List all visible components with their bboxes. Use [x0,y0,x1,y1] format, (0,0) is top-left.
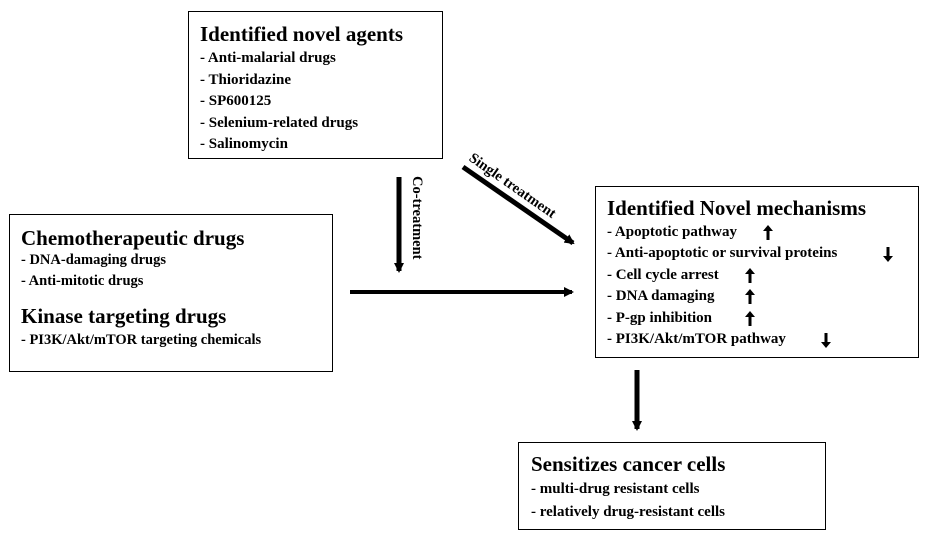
up-arrow-icon [745,267,755,287]
up-arrow-icon [745,289,755,308]
mechanism-label: - P-gp inhibition [607,309,713,326]
novel-agents-title: Identified novel agents [200,22,404,46]
mechanism-item: - P-gp inhibition [607,308,918,329]
sensitizes-title: Sensitizes cancer cells [531,452,726,476]
sensitizes-box: Sensitizes cancer cells - multi-drug res… [518,442,826,530]
agent-item: - Thioridazine [200,71,291,88]
mechanism-label: - Apoptotic pathway [607,224,738,240]
agent-item: - Selenium-related drugs [200,114,359,131]
kinase-item: - PI3K/Akt/mTOR targeting chemicals [21,332,262,348]
agent-item: - Anti-malarial drugs [200,50,336,66]
chemotherapeutic-box: Chemotherapeutic drugs - DNA-damaging dr… [9,214,333,372]
chemo-item: - DNA-damaging drugs [21,252,167,268]
mechanism-item: - Anti-apoptotic or survival proteins [607,243,918,264]
co-treatment-label: Co-treatment [409,176,425,260]
chemo-item: - Anti-mitotic drugs [21,273,144,289]
kinase-title: Kinase targeting drugs [21,304,227,328]
mechanism-item: - Apoptotic pathway [607,222,918,243]
sensitizes-item: - relatively drug-resistant cells [531,504,725,520]
mechanism-label: - Anti-apoptotic or survival proteins [607,245,838,262]
sensitizes-item: - multi-drug resistant cells [531,481,700,497]
chemotherapeutic-title: Chemotherapeutic drugs [21,226,245,250]
mechanism-item: - Cell cycle arrest [607,265,918,286]
mechanism-label: - PI3K/Akt/mTOR pathway [607,331,786,348]
up-arrow-icon [745,310,755,330]
mechanism-item: - PI3K/Akt/mTOR pathway [607,329,918,350]
mechanism-label: - Cell cycle arrest [607,266,719,283]
mechanisms-title: Identified Novel mechanisms [607,196,866,220]
up-arrow-icon [763,225,773,244]
novel-agents-box: Identified novel agents - Anti-malarial … [188,11,443,159]
down-arrow-icon [821,333,831,352]
agent-item: - SP600125 [200,93,272,109]
mechanism-item: - DNA damaging [607,286,918,307]
single-treatment-arrow [461,164,575,246]
mechanisms-box: Identified Novel mechanisms - Apoptotic … [595,186,919,358]
down-arrow-icon [883,247,893,266]
mechanism-label: - DNA damaging [607,288,715,305]
agent-item: - Salinomycin [200,136,288,152]
